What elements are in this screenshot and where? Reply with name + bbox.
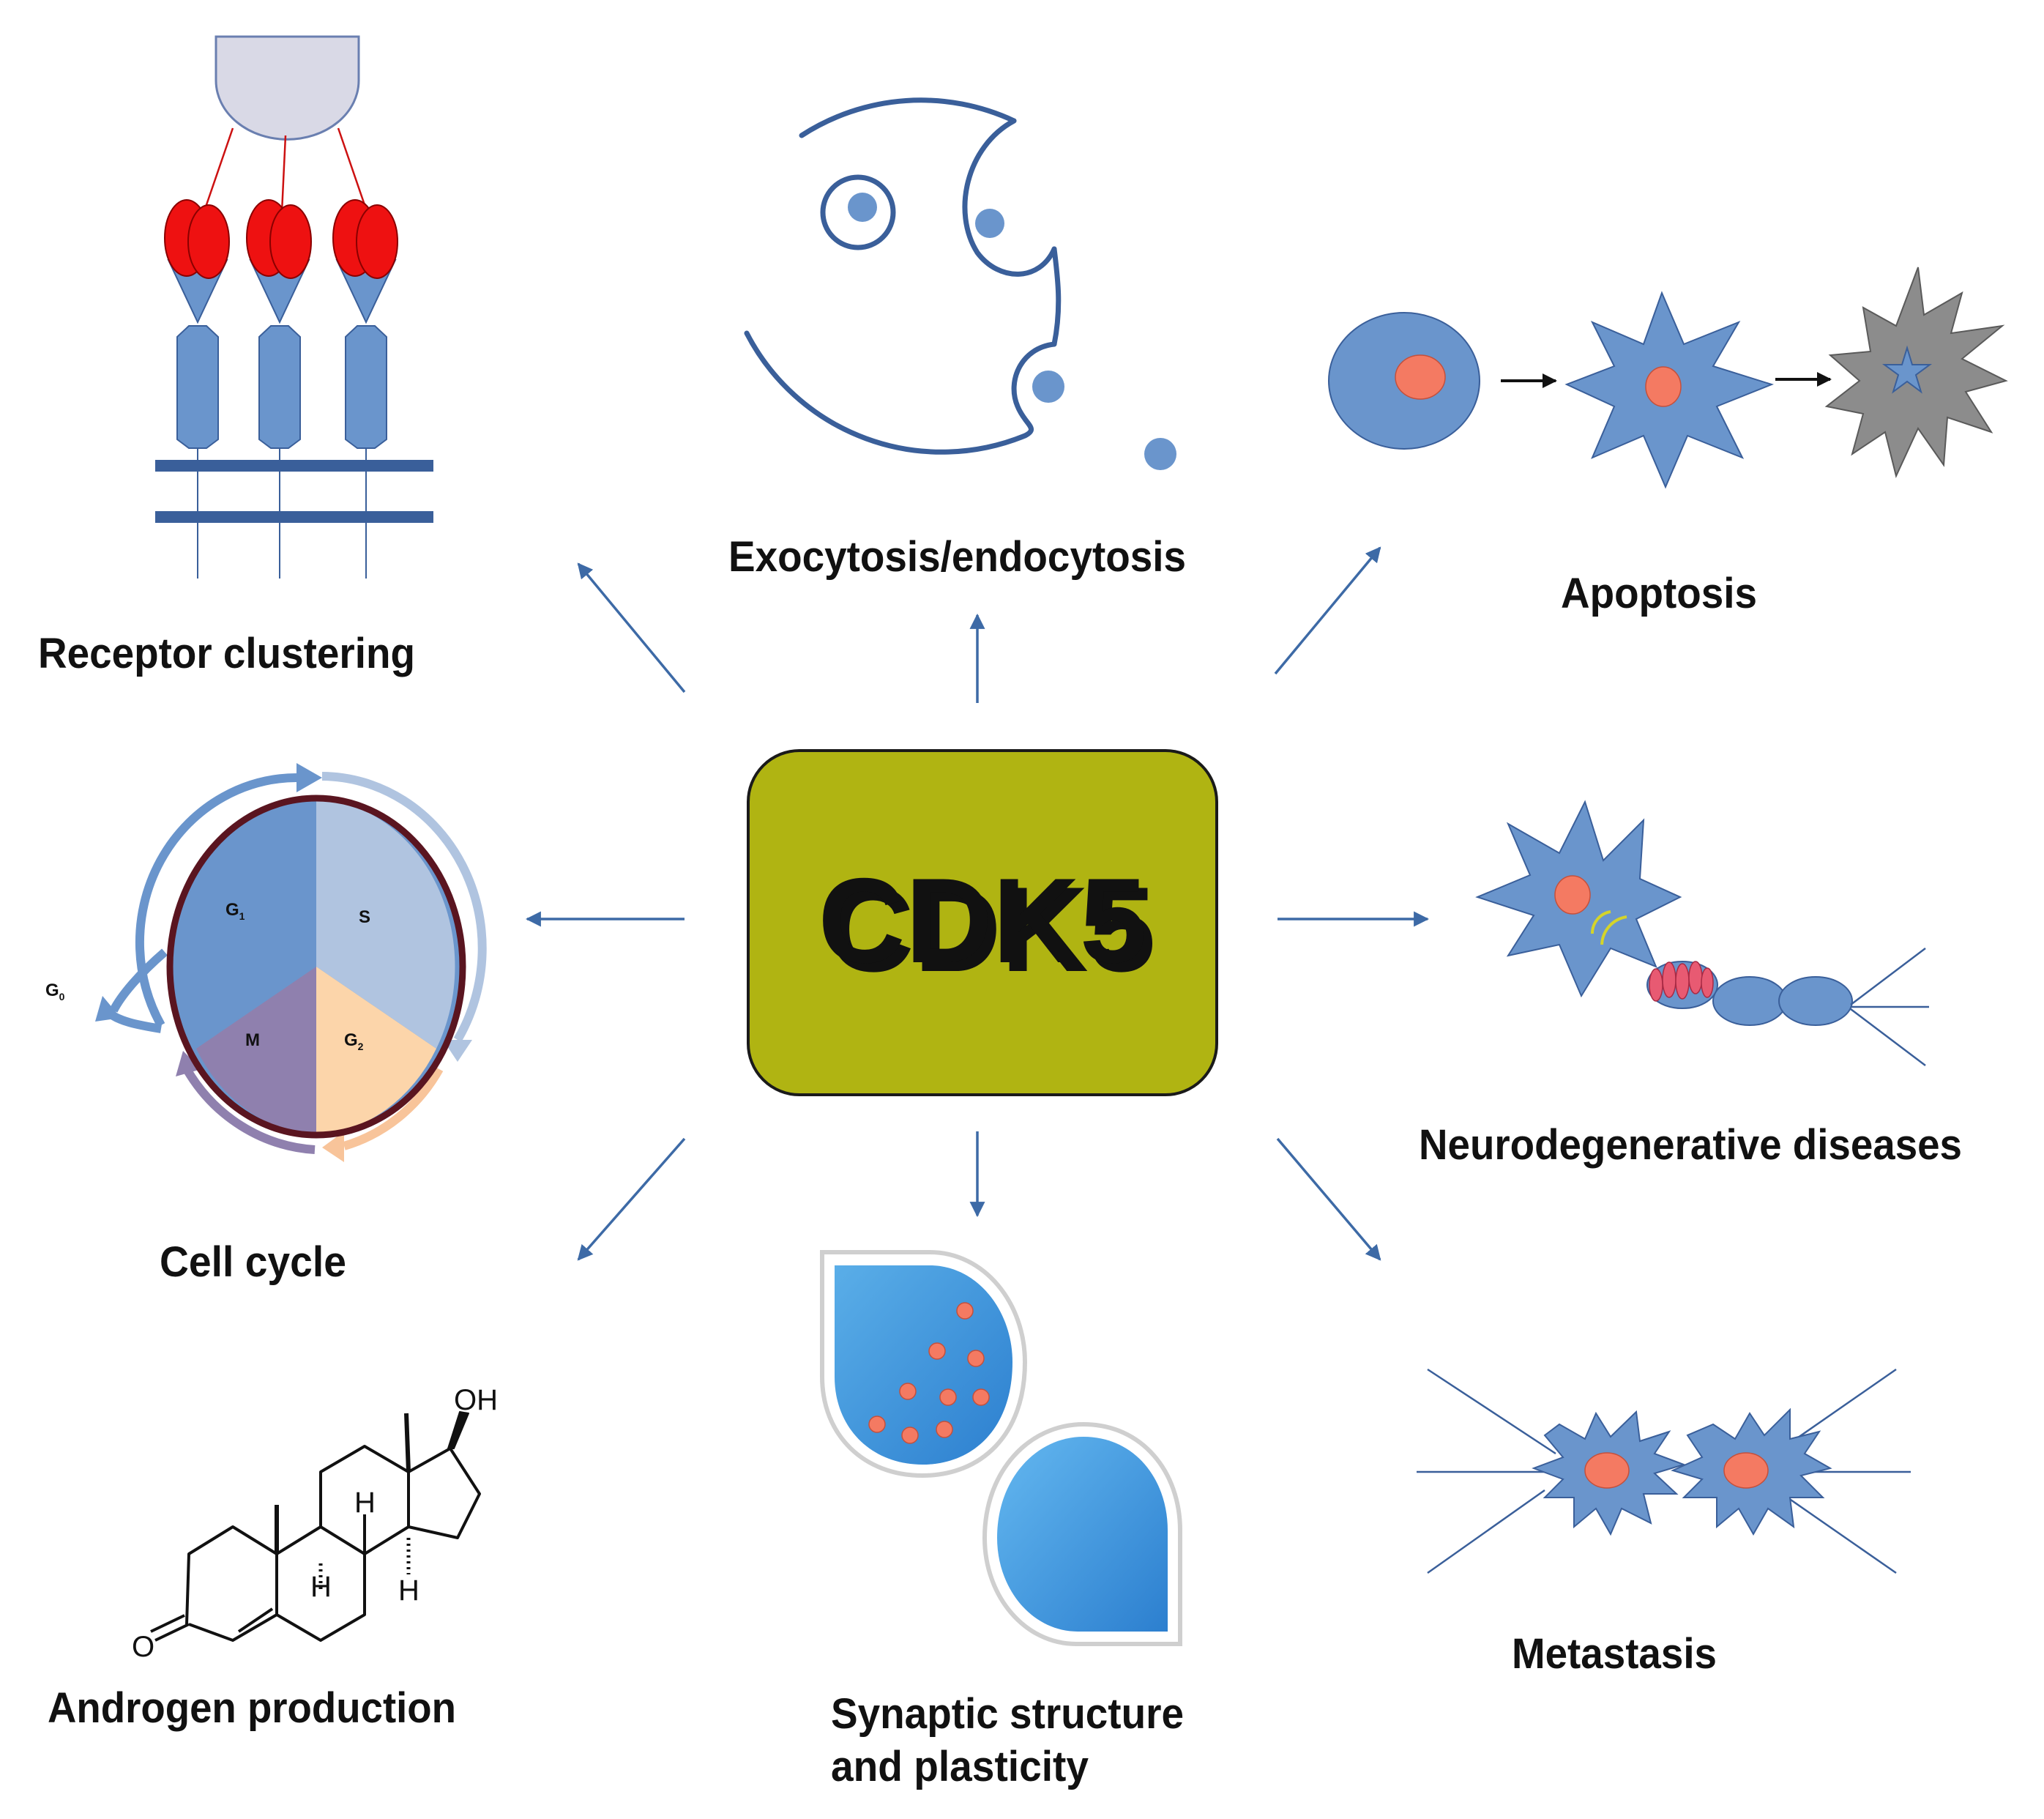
arrow-up-right — [1274, 546, 1381, 675]
exocytic-bud — [1011, 341, 1057, 439]
receptor-2 — [246, 199, 312, 579]
androgen-structure — [150, 1411, 481, 1642]
atom-o: O — [132, 1631, 154, 1663]
atom-oh: OH — [454, 1384, 498, 1416]
label-apoptosis: Apoptosis — [1561, 570, 1757, 617]
arrow-down-right — [1276, 1137, 1381, 1261]
label-neurodegenerative: Neurodegenerative diseases — [1419, 1121, 1962, 1169]
receptor-1 — [164, 199, 230, 579]
endocytic-pit — [962, 118, 1057, 277]
exo-vesicles — [848, 193, 1176, 470]
phase-g0: G0 — [45, 981, 65, 1003]
membrane-bottom — [155, 511, 433, 523]
membrane-top — [155, 460, 433, 472]
phase-s: S — [359, 907, 370, 927]
phase-g2: G2 — [344, 1030, 364, 1052]
label-metastasis: Metastasis — [1512, 1630, 1717, 1678]
arrow-down-left — [577, 1137, 686, 1261]
neurodegenerative-illustration — [1475, 800, 1929, 1066]
label-receptor-clustering: Receptor clustering — [38, 630, 415, 677]
presynaptic-cap — [215, 35, 360, 141]
atom-h-3: H — [398, 1574, 419, 1607]
receptor-3 — [332, 199, 398, 579]
label-synaptic-line2: and plasticity — [831, 1743, 1089, 1790]
label-cell-cycle: Cell cycle — [160, 1238, 346, 1286]
label-androgen: Androgen production — [48, 1684, 456, 1732]
phase-m: M — [245, 1030, 260, 1050]
cdk5-label-front: CDK5 — [818, 853, 1146, 988]
label-exocytosis: Exocytosis/endocytosis — [728, 533, 1186, 581]
vesicle-outer — [820, 174, 896, 250]
cell-cycle-illustration — [95, 763, 487, 1162]
atom-h-2: H — [310, 1571, 332, 1603]
cell-membrane — [799, 97, 1017, 138]
arrow-up-left — [577, 562, 686, 693]
axon-segment-3 — [1778, 976, 1853, 1026]
receptor-clustering-illustration — [155, 35, 433, 579]
label-synaptic-line1: Synaptic structure — [831, 1690, 1184, 1738]
cdk5-box: CDK5 CDK5 — [747, 749, 1218, 1096]
synaptic-illustration — [820, 1250, 1182, 1646]
presynaptic-terminal — [835, 1265, 1012, 1465]
cdk5-label: CDK5 — [827, 862, 1155, 997]
axon-segment-2 — [1712, 976, 1787, 1026]
exocytosis-illustration — [744, 97, 1062, 455]
synaptic-vesicles — [868, 1302, 990, 1444]
metastasis-illustration — [1417, 1368, 1911, 1574]
apoptosis-illustration — [1328, 267, 2008, 489]
atom-h-1: H — [354, 1487, 376, 1519]
postsynaptic-spine — [997, 1437, 1168, 1632]
phase-g1: G1 — [225, 900, 245, 922]
protein-aggregates — [1649, 961, 1714, 1002]
arrows — [525, 546, 1430, 1261]
